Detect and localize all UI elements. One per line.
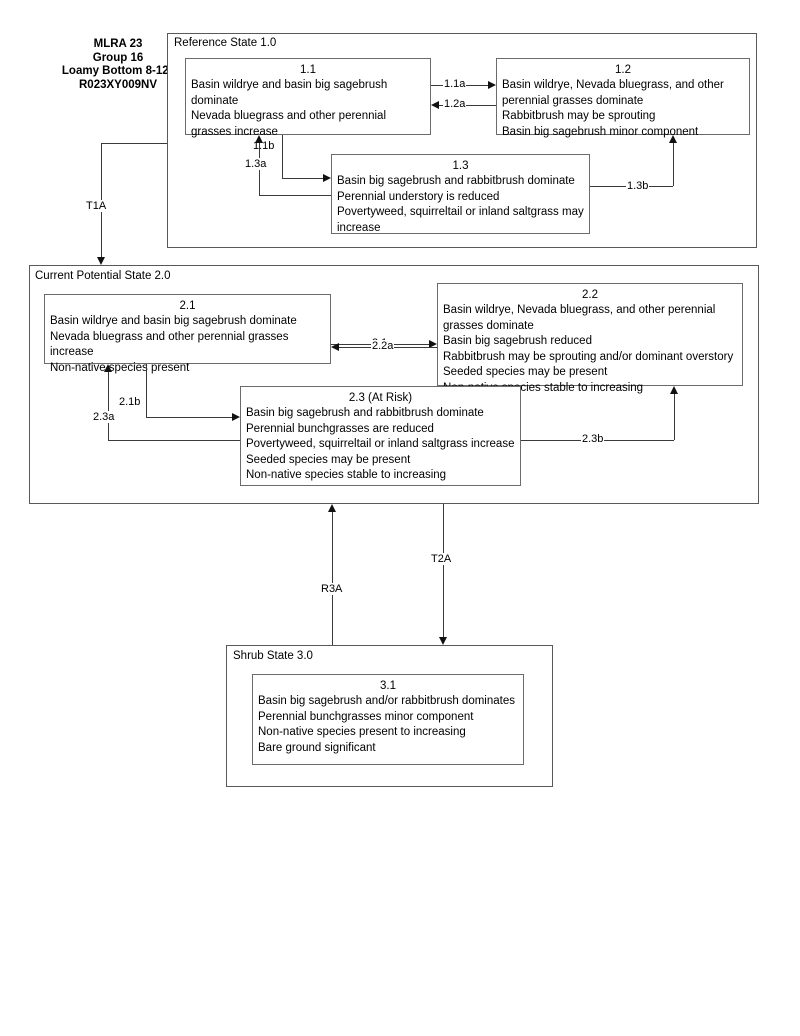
phase-line: Basin wildrye, Nevada bluegrass, and oth… [502,79,724,107]
connector-1-1b-vertical [282,135,283,178]
phase-line: Basin big sagebrush and rabbitbrush domi… [246,407,484,419]
phase-line: Non-native species present to increasing [258,726,466,738]
phase-lines-2-3: Basin big sagebrush and rabbitbrush domi… [246,406,515,484]
phase-lines-1-3: Basin big sagebrush and rabbitbrush domi… [337,174,584,236]
edge-label-r3a: R3A [320,583,344,595]
phase-line: Seeded species may be present [246,453,411,466]
connector-1-1b-horizontal [282,178,323,179]
phase-box-2-2: 2.2 Basin wildrye, Nevada bluegrass, and… [437,283,743,394]
arrowhead-1-3b [668,135,677,143]
phase-number-2-2: 2.2 [582,289,598,301]
phase-line: Perennial bunchgrasses minor component [258,710,474,723]
phase-line: Bare ground significant [258,741,376,754]
arrowhead-2-1b [232,412,240,421]
state-label-reference: Reference State 1.0 [174,37,277,49]
phase-line: Povertyweed, squirreltail or inland salt… [337,206,584,234]
phase-number-3-1: 3.1 [380,680,396,692]
connector-1-3a-horizontal [259,195,331,196]
arrowhead-t1a [96,257,105,265]
phase-line: Basin big sagebrush and/or rabbitbrush d… [258,695,515,707]
arrowhead-1-1a [488,80,496,89]
edge-label-t2a: T2A [430,553,453,565]
phase-box-1-1: 1.1 Basin wildrye and basin big sagebrus… [185,58,431,138]
arrowhead-1-1b [323,173,331,182]
phase-box-1-2: 1.2 Basin wildrye, Nevada bluegrass, and… [496,58,750,138]
connector-r3a [332,512,333,645]
edge-label-1-1b: 1.1b [252,140,276,152]
edge-label-1-3a: 1.3a [244,158,268,170]
edge-label-2-3b: 2.3b [581,433,605,445]
edge-label-1-1a: 1.1a [443,78,467,90]
connector-2-3a-horizontal [108,440,240,441]
phase-number-2-1: 2.1 [179,300,196,312]
arrowhead-2-2a [331,342,339,351]
phase-line: Basin big sagebrush and rabbitbrush domi… [337,175,575,187]
state-label-shrub: Shrub State 3.0 [233,650,313,662]
edge-label-1-2a: 1.2a [443,98,467,110]
connector-1-2a [439,105,496,106]
phase-line: Nevada bluegrass and other perennial gra… [191,110,386,138]
phase-line: Povertyweed, squirreltail or inland salt… [246,438,515,450]
phase-lines-3-1: Basin big sagebrush and/or rabbitbrush d… [258,694,518,756]
edge-label-2-1b: 2.1b [118,396,142,408]
title-line-mlra: MLRA 23 [93,38,143,50]
connector-2-3a-vertical [108,372,109,440]
phase-number-1-2: 1.2 [615,64,631,76]
connector-2-3b-vertical [674,394,675,440]
arrowhead-1-2a [431,100,439,109]
arrowhead-2-3a [103,364,112,372]
phase-lines-2-2: Basin wildrye, Nevada bluegrass, and oth… [443,303,737,396]
phase-line: Perennial understory is reduced [337,190,500,203]
phase-line: Rabbitbrush may be sprouting [502,110,656,122]
phase-line: Non-native species present [50,361,190,374]
edge-label-1-3b: 1.3b [626,180,650,192]
phase-line: Basin big sagebrush minor component [502,125,699,138]
phase-line: Rabbitbrush may be sprouting and/or domi… [443,350,734,363]
phase-lines-1-1: Basin wildrye and basin big sagebrush do… [191,78,425,140]
phase-box-1-3: 1.3 Basin big sagebrush and rabbitbrush … [331,154,590,234]
connector-t2a [443,504,444,637]
edge-label-t1a: T1A [85,200,108,212]
connector-1-3b-vertical [673,143,674,186]
phase-line: Nevada bluegrass and other perennial gra… [50,330,289,359]
phase-lines-2-1: Basin wildrye and basin big sagebrush do… [50,314,325,376]
connector-2-1b-horizontal [146,417,232,418]
phase-number-2-3: 2.3 (At Risk) [348,392,413,404]
title-line-code: R023XY009NV [79,78,157,91]
diagram-title: MLRA 23 Group 16 Loamy Bottom 8-12" R023… [58,38,178,92]
phase-lines-1-2: Basin wildrye, Nevada bluegrass, and oth… [502,78,744,140]
phase-line: Non-native species stable to increasing [246,469,447,481]
phase-line: Basin wildrye and basin big sagebrush do… [50,315,297,327]
connector-2-1b-vertical [146,364,147,417]
state-label-current-potential: Current Potential State 2.0 [35,270,171,282]
phase-line: Basin wildrye and basin big sagebrush do… [191,79,388,107]
edge-label-2-2a: 2.2a [371,340,395,352]
phase-line: Seeded species may be present [443,366,608,378]
connector-t1a-horizontal [101,143,167,144]
title-line-group: Group 16 [92,51,144,64]
edge-label-2-3a: 2.3a [92,411,116,423]
phase-number-1-3: 1.3 [452,160,469,172]
arrowhead-2-3b [669,386,678,394]
phase-number-1-1: 1.1 [300,64,316,76]
arrowhead-1-3a [254,135,263,143]
phase-line: Perennial bunchgrasses are reduced [246,422,434,435]
arrowhead-t2a [438,637,447,645]
phase-box-2-1: 2.1 Basin wildrye and basin big sagebrus… [44,294,331,374]
phase-box-2-3: 2.3 (At Risk) Basin big sagebrush and ra… [240,386,521,486]
arrowhead-r3a [327,504,336,512]
arrowhead-2-1a [429,339,437,348]
title-line-site: Loamy Bottom 8-12" [61,65,175,77]
phase-line: Basin wildrye, Nevada bluegrass, and oth… [443,304,716,332]
phase-line: Basin big sagebrush reduced [443,335,592,347]
phase-box-3-1: 3.1 Basin big sagebrush and/or rabbitbru… [252,674,524,765]
